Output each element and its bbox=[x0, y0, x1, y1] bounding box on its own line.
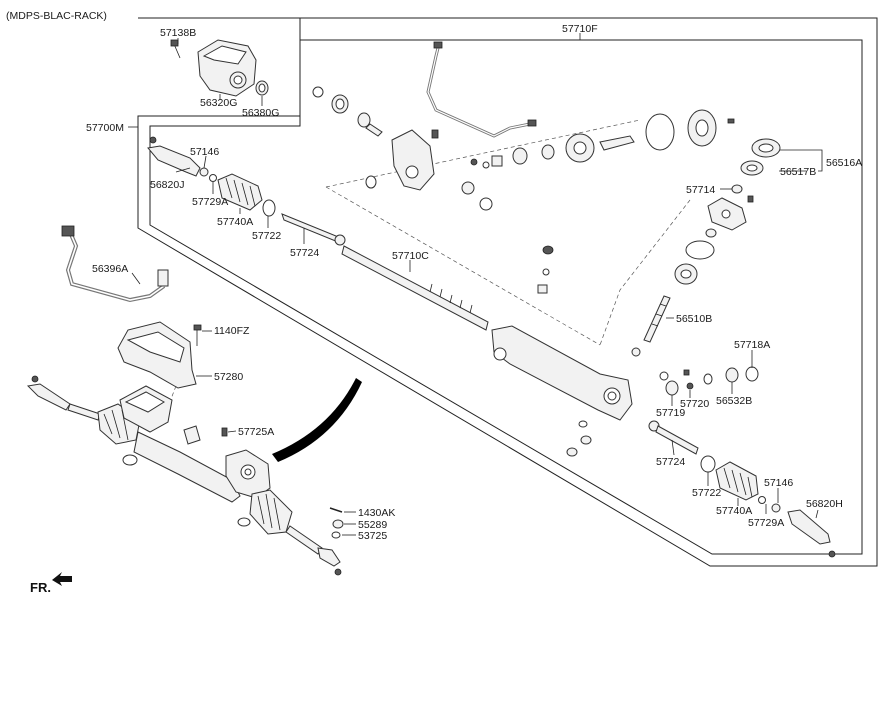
part-label-57700m: 57700M bbox=[86, 122, 124, 134]
clip-57729a-right bbox=[758, 496, 766, 504]
bolt-1430ak bbox=[329, 507, 343, 513]
part-label-57138b: 57138B bbox=[160, 27, 196, 39]
wiring-harness-56396a bbox=[61, 225, 169, 303]
nut-55289 bbox=[332, 519, 344, 529]
boot-57740a-right bbox=[715, 461, 759, 501]
part-label-56510b: 56510B bbox=[676, 313, 712, 325]
leader-56820j bbox=[175, 167, 191, 173]
front-direction-arrow-icon bbox=[52, 572, 72, 586]
boot-57740a-left bbox=[217, 173, 263, 211]
part-label-57280: 57280 bbox=[214, 371, 243, 383]
part-label-55289: 55289 bbox=[358, 519, 387, 531]
part-label-57710c: 57710C bbox=[392, 250, 429, 262]
leader-57725a bbox=[227, 430, 237, 433]
pinion-shaft-56510b bbox=[643, 295, 671, 343]
band-57722-right bbox=[700, 455, 716, 473]
part-label-57729a-right: 57729A bbox=[748, 517, 784, 529]
dashed-guide-upper bbox=[325, 119, 641, 188]
inner-rod-57724-right bbox=[648, 420, 699, 455]
part-label-57740a-left: 57740A bbox=[217, 216, 253, 228]
plug-57714 bbox=[731, 184, 743, 194]
worm-gear-set bbox=[312, 86, 735, 211]
nut-57146-left bbox=[199, 167, 209, 177]
part-label-1430ak: 1430AK bbox=[358, 507, 395, 519]
front-label: FR. bbox=[30, 580, 51, 595]
bolt-1140fz bbox=[193, 324, 202, 346]
ecu-motor-56320g bbox=[197, 39, 257, 97]
dashed-guide-right bbox=[599, 199, 691, 346]
part-label-57725a: 57725A bbox=[238, 426, 274, 438]
part-label-56820j: 56820J bbox=[150, 179, 184, 191]
part-label-57720: 57720 bbox=[680, 398, 709, 410]
seal-56516a bbox=[751, 138, 781, 158]
dashed-guide-lower bbox=[325, 186, 601, 346]
assembly-frame-57710f bbox=[149, 39, 863, 555]
leader-57724-right bbox=[671, 439, 675, 456]
nut-57146-right bbox=[771, 503, 781, 513]
part-label-57722-right: 57722 bbox=[692, 487, 721, 499]
housing-fittings bbox=[537, 245, 641, 457]
seal-56517b bbox=[740, 160, 764, 176]
diagram-title: (MDPS-BLAC-RACK) bbox=[6, 10, 107, 22]
part-label-57722-left: 57722 bbox=[252, 230, 281, 242]
part-label-56320g: 56320G bbox=[200, 97, 237, 109]
part-label-57724-left: 57724 bbox=[290, 247, 319, 259]
rack-bar-57710c bbox=[341, 245, 489, 331]
part-label-56380g: 56380G bbox=[242, 107, 279, 119]
part-label-56820h: 56820H bbox=[806, 498, 843, 510]
leader-56516a bbox=[780, 149, 823, 172]
part-label-1140fz: 1140FZ bbox=[214, 325, 250, 337]
part-label-57146-right: 57146 bbox=[764, 477, 793, 489]
part-label-57146-left: 57146 bbox=[190, 146, 219, 158]
rack-housing bbox=[491, 325, 633, 421]
part-label-57719: 57719 bbox=[656, 407, 685, 419]
clip-57729a-left bbox=[209, 174, 217, 182]
washer-53725 bbox=[331, 531, 341, 539]
band-57722-left bbox=[262, 199, 276, 217]
part-label-56516a: 56516A bbox=[826, 157, 862, 169]
part-label-56396a: 56396A bbox=[92, 263, 128, 275]
yoke-parts bbox=[659, 366, 759, 396]
part-label-57710f: 57710F bbox=[562, 23, 598, 35]
bolt-57138b bbox=[170, 39, 181, 59]
leader-56396a bbox=[131, 272, 141, 285]
part-label-56532b: 56532B bbox=[716, 395, 752, 407]
tie-rod-end-56820h bbox=[787, 509, 836, 558]
part-label-57724-right: 57724 bbox=[656, 456, 685, 468]
part-label-57718a: 57718A bbox=[734, 339, 770, 351]
inner-rod-57724-left bbox=[281, 213, 346, 246]
assembled-steering-rack bbox=[26, 375, 342, 576]
seal-56380g bbox=[255, 80, 269, 96]
leader-57146-left bbox=[203, 155, 207, 169]
part-label-57729a-left: 57729A bbox=[192, 196, 228, 208]
heat-shield-57280 bbox=[117, 321, 197, 389]
pinion-valve-housing bbox=[674, 195, 754, 285]
part-label-57740a-right: 57740A bbox=[716, 505, 752, 517]
sensor-cable-top bbox=[426, 41, 537, 138]
part-label-53725: 53725 bbox=[358, 530, 387, 542]
part-label-56517b: 56517B bbox=[780, 166, 816, 178]
leader-56820h bbox=[815, 509, 819, 519]
detail-arrow-icon bbox=[272, 378, 362, 462]
part-label-57714: 57714 bbox=[686, 184, 715, 196]
